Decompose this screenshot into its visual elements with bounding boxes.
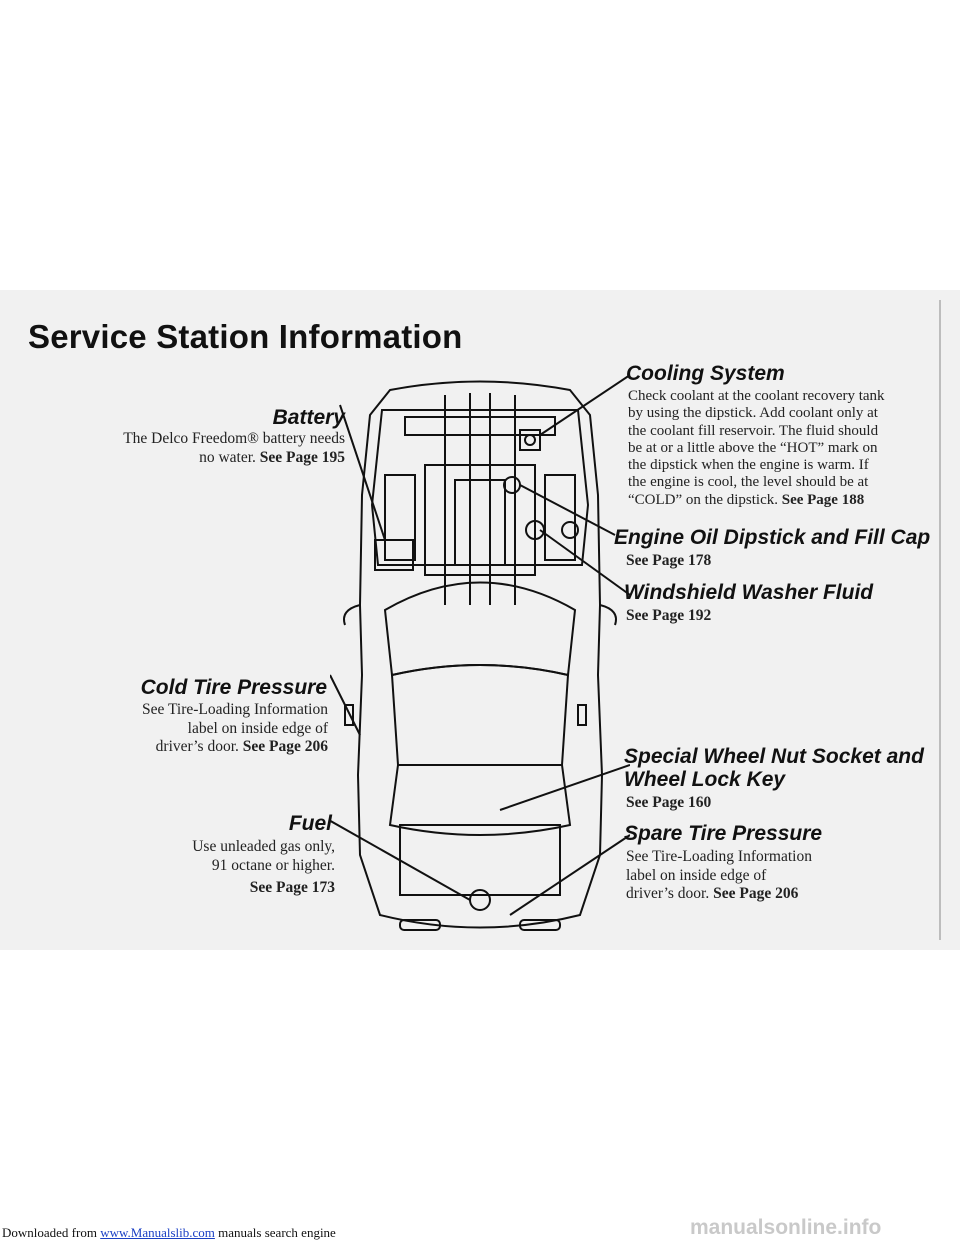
spare-line-2: label on inside edge of	[626, 866, 767, 884]
oil-heading: Engine Oil Dipstick and Fill Cap	[614, 526, 931, 549]
right-mirror	[599, 604, 617, 626]
fuel-heading: Fuel	[288, 812, 332, 835]
battery-pointer	[339, 404, 386, 541]
washer-page-ref[interactable]: See Page 192	[626, 607, 712, 624]
oil-page-ref[interactable]: See Page 178	[626, 552, 712, 569]
car-top-view-diagram	[330, 374, 630, 931]
spare-pointer	[509, 834, 630, 916]
cooling-line-4: be at or a little above the “HOT” mark o…	[628, 439, 878, 456]
windshield	[383, 581, 577, 677]
cold-tire-text: See Tire-Loading Information label on in…	[110, 701, 328, 757]
cold-tire-pointer	[330, 674, 361, 736]
page-edge-mark	[939, 300, 941, 940]
download-footer: Downloaded from www.Manualslib.com manua…	[2, 1225, 336, 1240]
cold-tire-page-ref[interactable]: See Page 206	[242, 738, 328, 755]
cooling-page-ref[interactable]: See Page 188	[781, 491, 865, 508]
car-body-outline	[356, 380, 604, 929]
top-margin	[0, 0, 960, 290]
manualslib-link[interactable]: www.Manualslib.com	[100, 1225, 215, 1240]
battery-icon	[374, 539, 414, 571]
cooling-line-3: the coolant fill reservoir. The fluid sh…	[628, 422, 879, 439]
cold-tire-line-3: driver’s door. See Page 206	[155, 738, 328, 755]
cold-tire-line-2: label on inside edge of	[187, 719, 328, 737]
washer-heading: Windshield Washer Fluid	[624, 581, 874, 604]
tail-light-right	[519, 919, 561, 931]
diagram-panel	[0, 290, 960, 950]
wheel-lock-heading: Special Wheel Nut Socket and Wheel Lock …	[624, 745, 924, 791]
cooling-line-7: “COLD” on the dipstick. See Page 188	[628, 491, 865, 508]
cooling-line-2: by using the dipstick. Add coolant only …	[628, 405, 878, 422]
battery-line-1: The Delco Freedom® battery needs	[123, 430, 345, 447]
wheel-lock-pointer	[499, 764, 630, 811]
left-door-handle	[344, 704, 354, 726]
engine-center	[454, 479, 506, 566]
washer-fluid-icon	[525, 520, 545, 540]
cooling-line-1: Check coolant at the coolant recovery ta…	[628, 388, 885, 404]
oil-fill-cap-icon	[561, 521, 579, 539]
cooling-text: Check coolant at the coolant recovery ta…	[628, 388, 928, 509]
wheel-lock-heading-line-1: Special Wheel Nut Socket and	[624, 745, 924, 768]
cooling-line-6: the engine is cool, the level should be …	[628, 474, 869, 491]
left-fender-box	[384, 474, 416, 561]
fuel-pointer	[330, 819, 471, 901]
fuel-cap-icon	[469, 889, 491, 911]
spare-text: See Tire-Loading Information label on in…	[626, 848, 846, 904]
spare-line-3: driver’s door. See Page 206	[626, 885, 799, 902]
battery-heading: Battery	[272, 406, 345, 429]
coolant-tank-icon	[519, 429, 541, 451]
fuel-line-2: 91 octane or higher.	[211, 857, 335, 874]
cooling-line-5: the dipstick when the engine is warm. If	[628, 457, 869, 474]
battery-line-2: no water. See Page 195	[199, 448, 345, 466]
wheel-lock-heading-line-2: Wheel Lock Key	[624, 768, 786, 791]
cooling-heading: Cooling System	[626, 362, 785, 385]
page-title: Service Station Information	[28, 318, 463, 355]
left-mirror	[343, 604, 361, 626]
radiator-bar	[404, 416, 556, 436]
oil-pointer	[519, 484, 616, 536]
spare-line-1: See Tire-Loading Information	[626, 848, 812, 865]
bottom-margin	[0, 950, 960, 1242]
fuel-text: Use unleaded gas only, 91 octane or high…	[130, 837, 335, 897]
battery-page-ref[interactable]: See Page 195	[259, 448, 345, 466]
fuel-page-ref[interactable]: See Page 173	[249, 879, 335, 896]
cooling-pointer	[539, 374, 630, 436]
right-door-handle	[577, 704, 587, 726]
wheel-lock-page-ref[interactable]: See Page 160	[626, 794, 712, 811]
cold-tire-line-1: See Tire-Loading Information	[142, 701, 328, 718]
cabin-roof	[390, 664, 570, 766]
cold-tire-heading: Cold Tire Pressure	[140, 676, 327, 699]
spare-page-ref[interactable]: See Page 206	[713, 885, 799, 902]
battery-text: The Delco Freedom® battery needs no wate…	[120, 430, 345, 467]
fuel-line-1: Use unleaded gas only,	[192, 838, 335, 855]
washer-pointer	[539, 529, 630, 596]
oil-dipstick-icon	[503, 476, 521, 494]
rear-window	[388, 764, 572, 836]
right-fender-box	[544, 474, 576, 561]
watermark: manualsonline.info	[690, 1216, 882, 1239]
tail-light-left	[399, 919, 441, 931]
spare-heading: Spare Tire Pressure	[624, 822, 823, 845]
